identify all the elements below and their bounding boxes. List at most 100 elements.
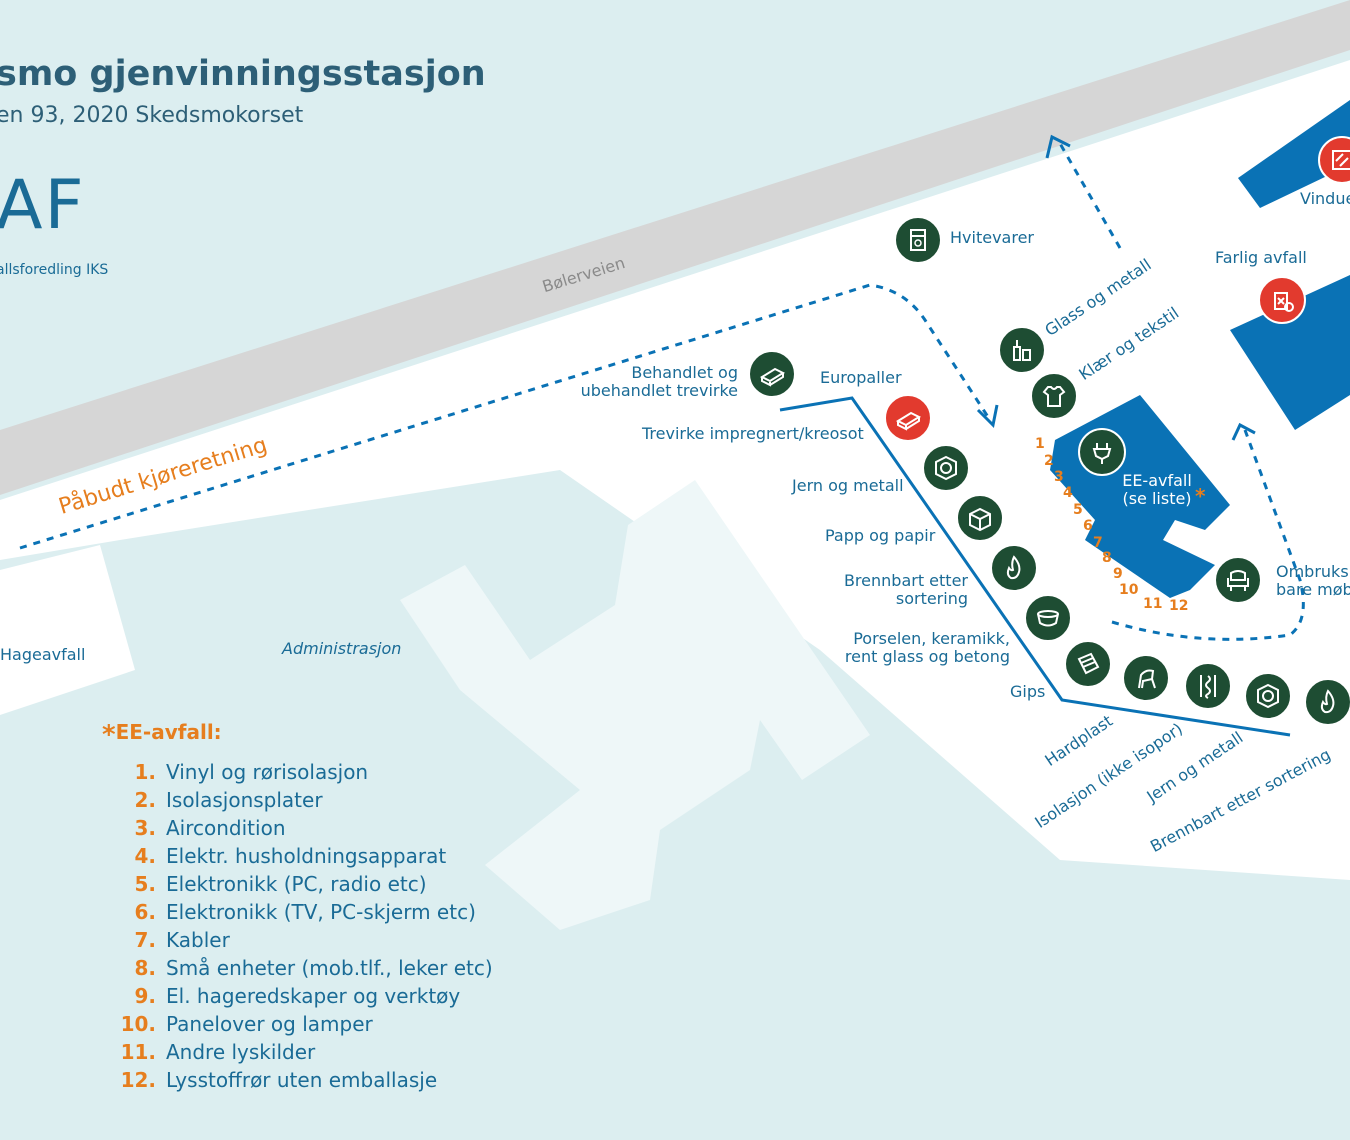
legend-item: 9. El. hageredskaper og verktøy <box>102 982 493 1010</box>
legend-item-text: Små enheter (mob.tlf., leker etc) <box>166 956 493 980</box>
legend-item-number: 9. <box>134 984 156 1008</box>
trevirke-impregnert-icon <box>884 394 932 442</box>
administration-building <box>400 480 870 930</box>
vinduer-building <box>1238 100 1350 208</box>
trevirke-impregnert-label: Trevirke impregnert/kreosot <box>642 424 864 443</box>
legend-item-number: 1. <box>134 760 156 784</box>
gips-icon <box>1064 640 1112 688</box>
legend-item-number: 12. <box>120 1068 156 1092</box>
gips-label: Gips <box>1010 682 1046 701</box>
legend-item: 12. Lysstoffrør uten emballasje <box>102 1066 493 1094</box>
page-title: smo gjenvinningsstasjon <box>0 54 486 94</box>
direction-arrowhead-3 <box>1231 422 1256 441</box>
ee-number: 9 <box>1113 566 1123 582</box>
isolasjon-icon <box>1184 662 1232 710</box>
legend-item: 3. Aircondition <box>102 814 493 842</box>
legend-item-text: Elektronikk (TV, PC-skjerm etc) <box>166 900 476 924</box>
hageavfall-label: Hageavfall <box>0 645 86 664</box>
legend-item-number: 8. <box>134 956 156 980</box>
ee-number: 7 <box>1093 535 1103 551</box>
glass-metall-icon <box>998 326 1046 374</box>
ee-avfall-star: * <box>1195 484 1206 508</box>
legend-item-text: Elektr. husholdningsapparat <box>166 844 447 868</box>
legend-item-text: Isolasjonsplater <box>166 788 323 812</box>
farlig-avfall-building <box>1230 275 1350 430</box>
ombruk-chair-icon <box>1214 556 1262 604</box>
ee-number: 6 <box>1083 518 1093 534</box>
legend-item-number: 3. <box>134 816 156 840</box>
road <box>0 0 1350 495</box>
legend-item-text: Andre lyskilder <box>166 1040 316 1064</box>
legend-list: 1. Vinyl og rørisolasjon 2. Isolasjonsplate… <box>102 758 493 1094</box>
klaer-tekstil-icon <box>1030 372 1078 420</box>
hvitevarer-label: Hvitevarer <box>950 228 1034 247</box>
legend-item-number: 2. <box>134 788 156 812</box>
europaller-label: Europaller <box>820 368 902 387</box>
hageavfall-area <box>0 545 135 715</box>
legend-item-number: 6. <box>134 900 156 924</box>
farlig-avfall-label: Farlig avfall <box>1215 248 1307 267</box>
legend-item: 8. Små enheter (mob.tlf., leker etc) <box>102 954 493 982</box>
legend-item-text: Vinyl og rørisolasjon <box>166 760 369 784</box>
jern-metall-label: Jern og metall <box>792 476 904 495</box>
ee-plug-icon <box>1078 428 1126 476</box>
legend-item: 4. Elektr. husholdningsapparat <box>102 842 493 870</box>
administrasjon-label: Administrasjon <box>282 639 402 658</box>
ee-number: 5 <box>1073 502 1083 518</box>
ee-avfall-label: EE-avfall (se liste) <box>1122 471 1192 508</box>
legend-item: 11. Andre lyskilder <box>102 1038 493 1066</box>
legend-item-number: 10. <box>120 1012 156 1036</box>
legend-item-number: 11. <box>120 1040 156 1064</box>
porselen-icon <box>1024 594 1072 642</box>
papp-papir-icon <box>956 494 1004 542</box>
porselen-label: Porselen, keramikk, rent glass og betong <box>844 629 1010 666</box>
legend-item-number: 4. <box>134 844 156 868</box>
legend-item-text: Aircondition <box>166 816 286 840</box>
jern-metall-icon <box>922 444 970 492</box>
direction-dash-main <box>19 283 992 550</box>
direction-dash-loop <box>1111 429 1305 641</box>
direction-arrowhead-1 <box>976 404 999 429</box>
vinduer-icon <box>1318 136 1350 184</box>
site-ground <box>0 60 1350 880</box>
brennbart-2-icon <box>1304 678 1350 726</box>
legend-item-text: Kabler <box>166 928 230 952</box>
legend-item: 10. Panelover og lamper <box>102 1010 493 1038</box>
direction-arrowhead-2 <box>1045 134 1071 159</box>
trevirke-icon <box>748 350 796 398</box>
ee-number: 4 <box>1063 485 1073 501</box>
ee-avfall-legend: *EE-avfall: 1. Vinyl og rørisolasjon 2. Iso… <box>102 720 493 1094</box>
hvitevarer-icon <box>894 216 942 264</box>
legend-item: 1. Vinyl og rørisolasjon <box>102 758 493 786</box>
legend-item: 7. Kabler <box>102 926 493 954</box>
ee-number: 11 <box>1143 596 1163 612</box>
logo: AF <box>0 166 86 245</box>
ee-number: 3 <box>1054 469 1064 485</box>
legend-item-number: 5. <box>134 872 156 896</box>
hardplast-icon <box>1122 654 1170 702</box>
vinduer-label: Vindue <box>1300 189 1350 208</box>
legend-item-text: Elektronikk (PC, radio etc) <box>166 872 427 896</box>
legend-item-number: 7. <box>134 928 156 952</box>
legend-item-text: Lysstoffrør uten emballasje <box>166 1068 438 1092</box>
ee-number: 12 <box>1169 598 1189 614</box>
legend-item: 6. Elektronikk (TV, PC-skjerm etc) <box>102 898 493 926</box>
ee-number: 2 <box>1044 453 1054 469</box>
legend-item: 5. Elektronikk (PC, radio etc) <box>102 870 493 898</box>
farlig-avfall-icon <box>1258 276 1306 324</box>
trevirke-label: Behandlet og ubehandlet trevirke <box>580 363 738 400</box>
legend-title: *EE-avfall: <box>102 720 222 750</box>
ee-number: 1 <box>1035 436 1045 452</box>
brennbart-icon <box>990 544 1038 592</box>
legend-item: 2. Isolasjonsplater <box>102 786 493 814</box>
station-address: en 93, 2020 Skedsmokorset <box>0 103 304 128</box>
papp-papir-label: Papp og papir <box>825 526 936 545</box>
legend-item-text: Panelover og lamper <box>166 1012 373 1036</box>
ee-number: 10 <box>1119 582 1139 598</box>
direction-dash-up <box>1056 139 1122 249</box>
container-line <box>779 396 1291 737</box>
legend-item-text: El. hageredskaper og verktøy <box>166 984 461 1008</box>
brennbart-label: Brennbart etter sortering <box>843 571 968 608</box>
